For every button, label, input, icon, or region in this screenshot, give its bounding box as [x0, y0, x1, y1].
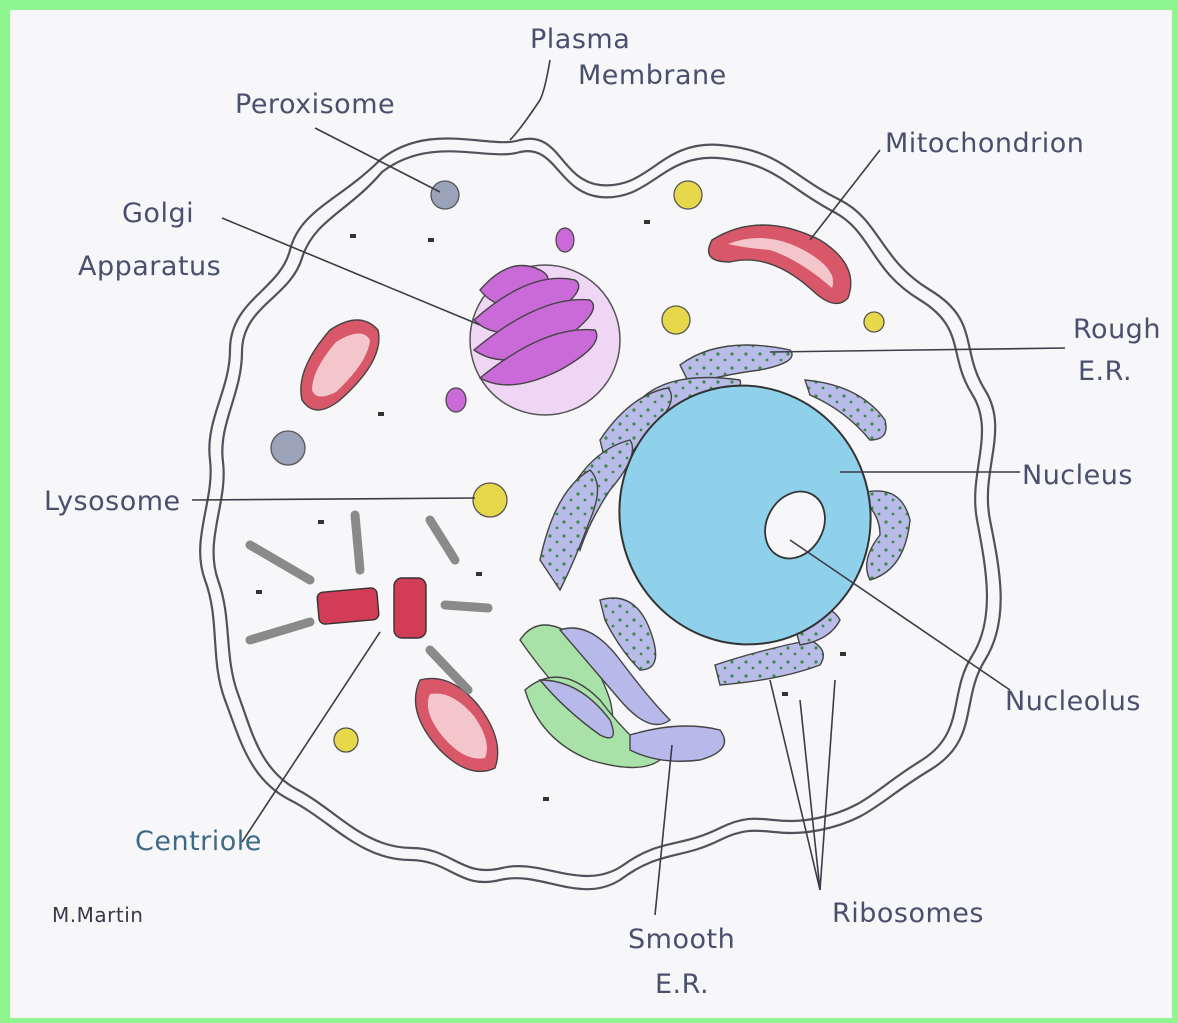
mitochondrion-top-right	[709, 225, 851, 303]
label-smooth-er-1: Smooth	[628, 924, 735, 955]
label-mitochondrion: Mitochondrion	[885, 128, 1084, 159]
label-centriole: Centriole	[135, 826, 262, 857]
animal-cell-diagram: Plasma Membrane Peroxisome Mitochondrion…	[10, 10, 1172, 1018]
diagram-labels: Plasma Membrane Peroxisome Mitochondrion…	[44, 24, 1161, 1000]
label-golgi-2: Apparatus	[78, 251, 221, 282]
mitochondrion-left	[301, 320, 379, 410]
label-nucleolus: Nucleolus	[1005, 686, 1141, 717]
diagram-frame: Plasma Membrane Peroxisome Mitochondrion…	[10, 10, 1172, 1018]
label-rough-er-2: E.R.	[1078, 356, 1132, 387]
label-peroxisome: Peroxisome	[235, 89, 395, 120]
label-plasma-membrane-2: Membrane	[578, 60, 727, 91]
label-ribosomes: Ribosomes	[832, 898, 984, 929]
label-lysosome: Lysosome	[44, 486, 181, 517]
label-nucleus: Nucleus	[1022, 460, 1133, 491]
signature: M.Martin	[52, 903, 143, 927]
centrioles	[250, 515, 488, 690]
label-golgi-1: Golgi	[122, 198, 194, 229]
label-plasma-membrane-1: Plasma	[530, 24, 630, 55]
label-rough-er-1: Rough	[1073, 314, 1161, 345]
mitochondrion-bottom	[416, 678, 498, 771]
label-smooth-er-2: E.R.	[655, 969, 709, 1000]
